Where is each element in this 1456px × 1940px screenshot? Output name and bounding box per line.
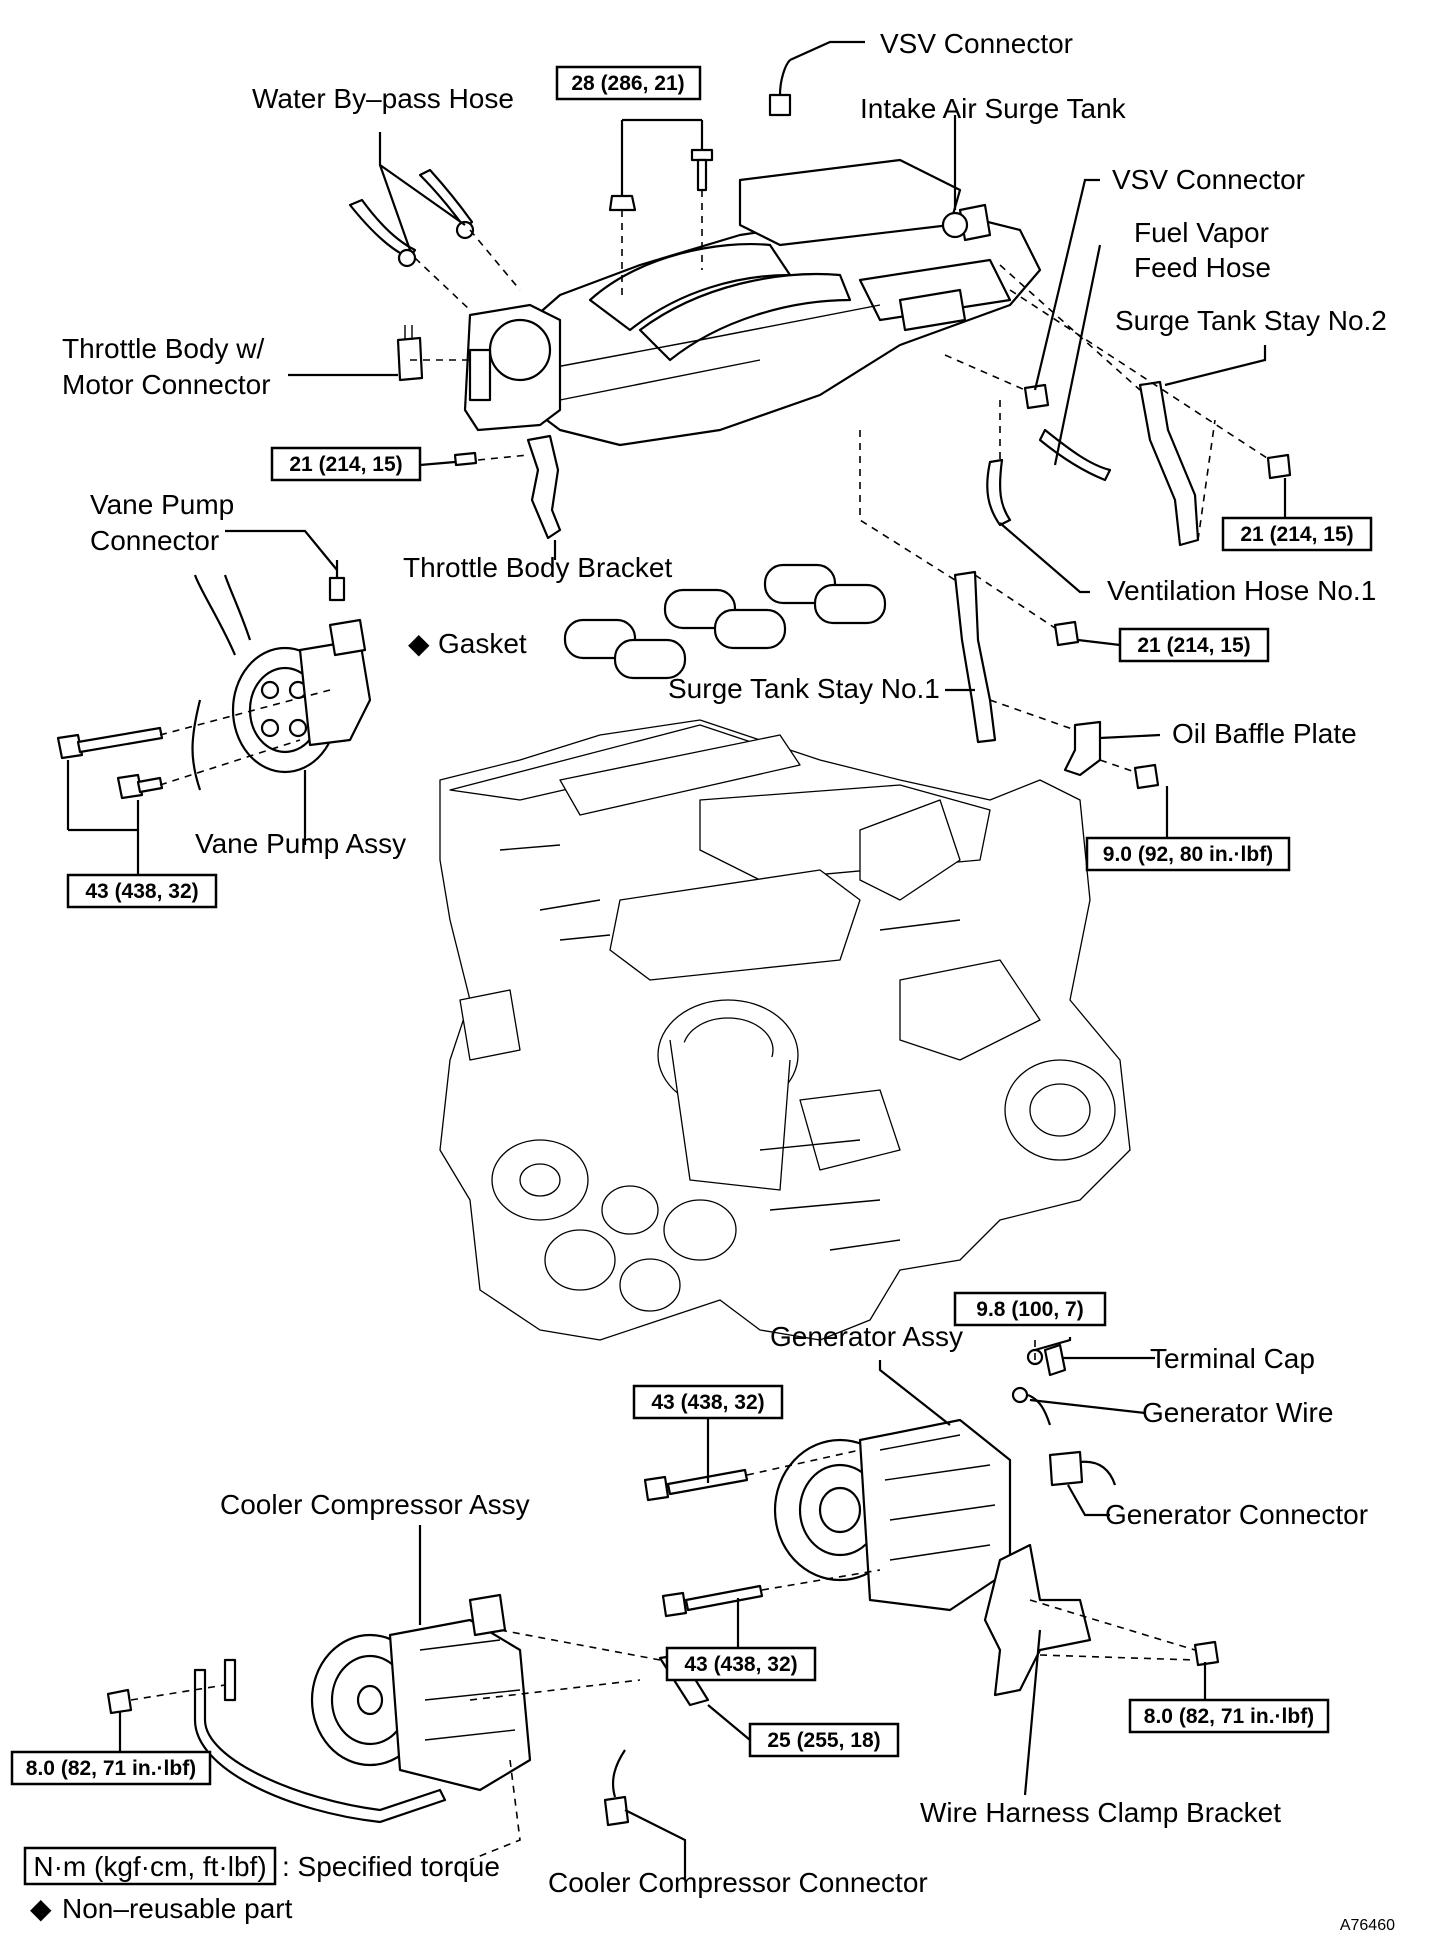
label-vane-pump-assy: Vane Pump Assy [195, 828, 406, 859]
legend-unit-box [23, 1846, 277, 1886]
label-generator-wire: Generator Wire [1142, 1397, 1333, 1428]
label-throttle-body-line2: Motor Connector [62, 369, 271, 400]
legend-unit-text: N·m (kgf·cm, ft·lbf) [33, 1851, 266, 1882]
water-bypass-hose-illustration [348, 168, 475, 268]
label-vane-pump-connector-line2: Connector [90, 525, 219, 556]
svg-text:28 (286, 21): 28 (286, 21) [571, 72, 684, 95]
cooler-compressor-illustration [106, 1593, 710, 1827]
label-generator-assy: Generator Assy [770, 1321, 963, 1352]
ventilation-hose-shape [986, 458, 1012, 527]
svg-text:9.0 (92, 80 in.·lbf): 9.0 (92, 80 in.·lbf) [1103, 843, 1273, 866]
torque-box-compressor-bolt: 25 (255, 18) [748, 1722, 900, 1758]
throttle-bracket-bolt [453, 451, 478, 467]
label-gasket: Gasket [438, 628, 527, 659]
label-generator-connector: Generator Connector [1105, 1499, 1368, 1530]
label-surge-tank-stay-no1: Surge Tank Stay No.1 [668, 673, 940, 704]
torque-box-vane-pump: 43 (438, 32) [66, 873, 218, 909]
surge-tank-bolts-illustration [608, 148, 714, 212]
legend: N·m (kgf·cm, ft·lbf) : Specified torque … [23, 1846, 1395, 1934]
torque-box-stay-no1: 21 (214, 15) [1118, 627, 1270, 663]
legend-nonreusable: Non–reusable part [62, 1893, 293, 1924]
label-vsv-connector-right: VSV Connector [1112, 164, 1305, 195]
gasket-nonreusable-marker: ◆ [408, 628, 430, 659]
figure-code: A76460 [1340, 1917, 1395, 1934]
label-vsv-connector-top: VSV Connector [880, 28, 1073, 59]
torque-box-throttle-bracket: 21 (214, 15) [270, 446, 422, 482]
label-cooler-compressor-connector: Cooler Compressor Connector [548, 1867, 928, 1898]
torque-box-compressor-left: 8.0 (82, 71 in.·lbf) [10, 1750, 212, 1786]
svg-text:21 (214, 15): 21 (214, 15) [1240, 523, 1353, 546]
stay-no2-bolt [1266, 453, 1292, 480]
label-wire-harness-clamp-bracket: Wire Harness Clamp Bracket [920, 1797, 1281, 1828]
label-intake-air-surge-tank: Intake Air Surge Tank [860, 93, 1127, 124]
torque-spec-boxes: 28 (286, 21) 21 (214, 15) 21 (214, 15) 2… [10, 65, 1373, 1786]
intake-air-surge-tank-illustration [463, 59, 1042, 447]
generator-illustration [643, 1343, 1117, 1618]
part-labels: VSV Connector Water By–pass Hose Intake … [62, 28, 1387, 1898]
engine-block-illustration [439, 719, 1131, 1341]
wire-harness-clamp-bracket-illustration [983, 1543, 1220, 1697]
label-fuel-vapor-line1: Fuel Vapor [1134, 217, 1269, 248]
label-oil-baffle-plate: Oil Baffle Plate [1172, 718, 1357, 749]
stay-no1-bolt [1053, 620, 1080, 647]
leader-lines [66, 40, 1287, 1880]
label-water-bypass-hose: Water By–pass Hose [252, 83, 514, 114]
torque-box-terminal: 9.8 (100, 7) [953, 1291, 1107, 1327]
svg-text:8.0 (82, 71 in.·lbf): 8.0 (82, 71 in.·lbf) [1144, 1705, 1314, 1728]
oil-baffle-bolt [1133, 763, 1160, 790]
label-cooler-compressor-assy: Cooler Compressor Assy [220, 1489, 530, 1520]
torque-box-clamp-bracket: 8.0 (82, 71 in.·lbf) [1128, 1698, 1330, 1734]
svg-text:8.0 (82, 71 in.·lbf): 8.0 (82, 71 in.·lbf) [26, 1757, 196, 1780]
vane-pump-illustration [56, 560, 372, 800]
svg-text:43 (438, 32): 43 (438, 32) [651, 1391, 764, 1414]
svg-text:25 (255, 18): 25 (255, 18) [767, 1729, 880, 1752]
label-throttle-body-bracket: Throttle Body Bracket [403, 552, 672, 583]
torque-box-generator-upper: 43 (438, 32) [632, 1384, 784, 1420]
svg-text:43 (438, 32): 43 (438, 32) [85, 880, 198, 903]
label-surge-tank-stay-no2: Surge Tank Stay No.2 [1115, 305, 1387, 336]
torque-box-oil-baffle: 9.0 (92, 80 in.·lbf) [1085, 836, 1291, 872]
svg-text:43 (438, 32): 43 (438, 32) [684, 1653, 797, 1676]
label-terminal-cap: Terminal Cap [1150, 1343, 1315, 1374]
throttle-body-bracket-shape [526, 434, 562, 540]
oil-baffle-plate-shape [1063, 720, 1102, 777]
fuel-vapor-feed-hose-shape [1038, 428, 1112, 482]
label-ventilation-hose-no1: Ventilation Hose No.1 [1107, 575, 1376, 606]
legend-marker: ◆ [30, 1893, 52, 1924]
svg-text:21 (214, 15): 21 (214, 15) [289, 453, 402, 476]
label-throttle-body-line1: Throttle Body w/ [62, 333, 265, 364]
svg-text:9.8 (100, 7): 9.8 (100, 7) [976, 1298, 1083, 1321]
torque-box-surge-tank-top: 28 (286, 21) [555, 65, 702, 101]
throttle-motor-connector-shape [396, 336, 424, 382]
label-vane-pump-connector-line1: Vane Pump [90, 489, 234, 520]
svg-text:21 (214, 15): 21 (214, 15) [1137, 634, 1250, 657]
surge-tank-stay-no1-shape [953, 570, 997, 744]
legend-specified-torque: : Specified torque [282, 1851, 500, 1882]
torque-box-generator-lower: 43 (438, 32) [665, 1646, 817, 1682]
gasket-illustration [563, 563, 887, 680]
vsv-connector-right-shape [1023, 383, 1050, 410]
torque-box-stay-no2: 21 (214, 15) [1221, 516, 1373, 552]
label-fuel-vapor-line2: Feed Hose [1134, 252, 1271, 283]
assembly-dashed-lines [130, 190, 1271, 1861]
